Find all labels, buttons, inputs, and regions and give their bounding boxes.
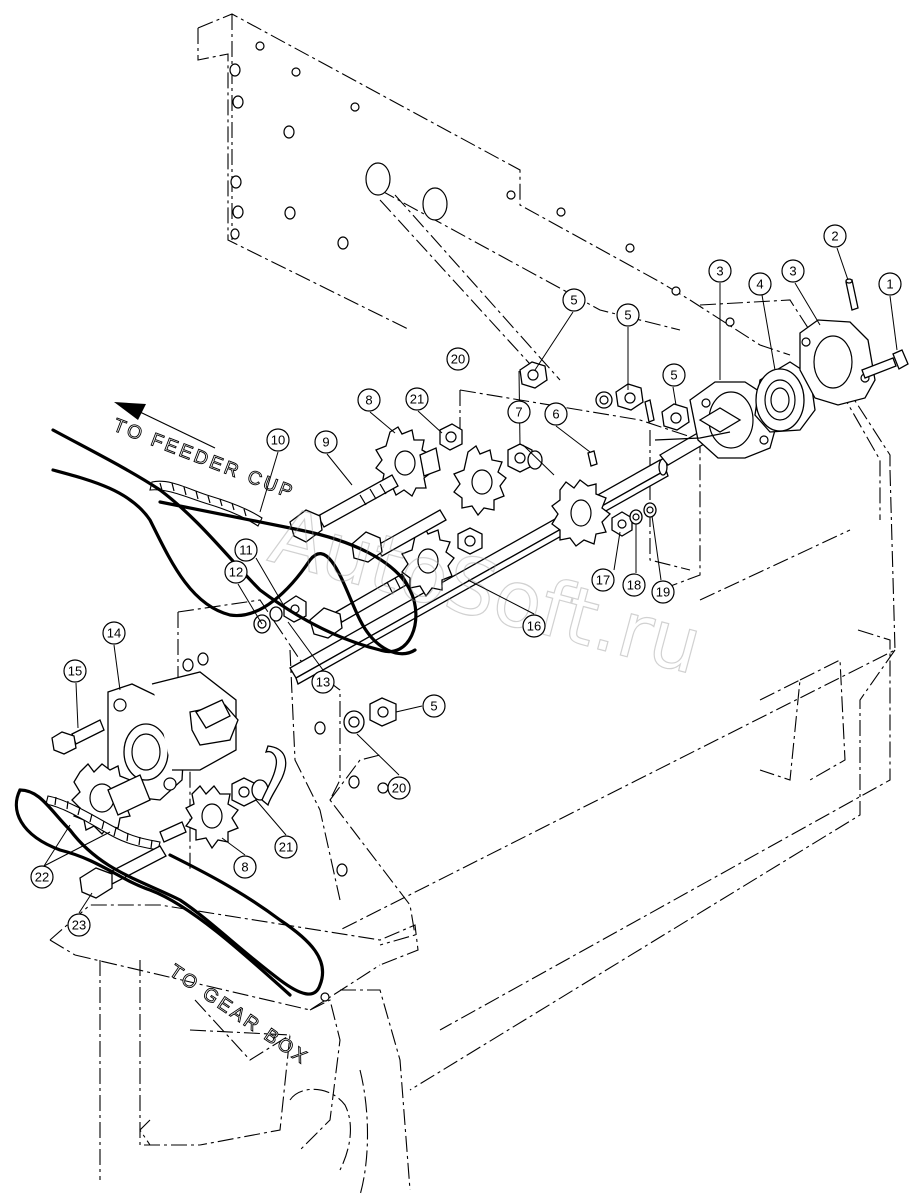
svg-text:8: 8 <box>241 860 248 875</box>
callout-8b: 8 <box>233 855 257 879</box>
svg-text:8: 8 <box>365 393 372 408</box>
chain-upper <box>149 480 263 527</box>
callout-18: 18 <box>622 573 646 597</box>
frame-side-detail <box>195 699 287 807</box>
bearing <box>754 361 816 433</box>
sprocket-8-lower <box>184 785 239 850</box>
callout-15: 15 <box>63 659 87 683</box>
svg-text:20: 20 <box>451 352 465 367</box>
bearing-assembly <box>519 278 909 459</box>
callout-3b: 3 <box>781 259 805 283</box>
bolt-1 <box>861 349 909 379</box>
svg-text:10: 10 <box>271 433 285 448</box>
callout-3a: 3 <box>708 259 732 283</box>
svg-text:21: 21 <box>279 840 293 855</box>
nut-20-upper <box>507 443 543 473</box>
svg-text:5: 5 <box>430 699 437 714</box>
svg-text:3: 3 <box>716 264 723 279</box>
leader-lines <box>43 247 898 914</box>
svg-text:13: 13 <box>316 675 330 690</box>
callout-7: 7 <box>507 400 531 424</box>
nut-5c <box>661 403 690 431</box>
direction-arrow-icon <box>114 402 216 449</box>
svg-text:4: 4 <box>756 277 763 292</box>
nut-21-lower <box>231 777 269 807</box>
set-screw-6 <box>587 450 598 467</box>
callout-10: 10 <box>266 428 290 452</box>
svg-text:12: 12 <box>229 565 243 580</box>
svg-text:5: 5 <box>624 308 631 323</box>
callout-2: 2 <box>823 224 847 248</box>
sprocket-16 <box>401 525 455 598</box>
nut-5b <box>615 383 644 411</box>
svg-text:1: 1 <box>886 277 893 292</box>
callout-16: 16 <box>522 614 546 638</box>
callout-6: 6 <box>544 402 568 426</box>
svg-text:17: 17 <box>596 573 610 588</box>
routing-lines <box>14 428 418 997</box>
callout-23: 23 <box>67 913 91 937</box>
svg-text:5: 5 <box>570 293 577 308</box>
nut-mid <box>457 527 483 555</box>
callout-22: 22 <box>30 865 54 889</box>
callout-19: 19 <box>651 580 675 604</box>
callout-5b: 5 <box>616 303 640 327</box>
callout-5c: 5 <box>662 363 686 387</box>
callout-11: 11 <box>234 538 258 562</box>
svg-text:22: 22 <box>35 870 49 885</box>
bolt-15 <box>51 719 105 755</box>
callout-4: 4 <box>748 272 772 296</box>
svg-text:19: 19 <box>656 585 670 600</box>
callout-21b: 21 <box>274 835 298 859</box>
svg-text:7: 7 <box>515 405 522 420</box>
nut-21-upper <box>439 423 463 451</box>
callout-1: 1 <box>878 272 902 296</box>
sprocket-upper-mid <box>453 445 507 517</box>
callout-14: 14 <box>102 621 126 645</box>
svg-text:15: 15 <box>68 664 82 679</box>
callout-5d: 5 <box>422 694 446 718</box>
sprocket-7 <box>551 479 611 547</box>
svg-text:11: 11 <box>239 543 253 558</box>
svg-text:23: 23 <box>72 918 86 933</box>
svg-text:2: 2 <box>831 229 838 244</box>
callout-20b: 20 <box>387 776 411 800</box>
callout-17: 17 <box>591 568 615 592</box>
svg-text:14: 14 <box>107 626 121 641</box>
callout-5a: 5 <box>562 288 586 312</box>
svg-text:20: 20 <box>392 781 406 796</box>
svg-text:5: 5 <box>670 368 677 383</box>
callout-20a: 20 <box>446 347 470 371</box>
svg-text:16: 16 <box>527 619 541 634</box>
nut-5-lower <box>343 697 397 734</box>
svg-text:21: 21 <box>410 392 424 407</box>
bolt-23 <box>79 821 187 899</box>
callout-12: 12 <box>224 560 248 584</box>
roll-pin <box>845 279 859 311</box>
svg-text:3: 3 <box>789 264 796 279</box>
to-feeder-cup-label: TO FEEDER CUP <box>110 415 298 504</box>
callout-13: 13 <box>311 670 335 694</box>
svg-text:18: 18 <box>627 578 641 593</box>
callout-21a: 21 <box>405 387 429 411</box>
callout-8a: 8 <box>357 388 381 412</box>
to-gear-box-label: TO GEAR BOX <box>165 961 312 1070</box>
callout-9: 9 <box>314 430 338 454</box>
washers-17-18-19 <box>611 502 657 537</box>
svg-text:9: 9 <box>322 435 329 450</box>
nut-5a <box>519 361 548 389</box>
svg-text:6: 6 <box>552 407 559 422</box>
